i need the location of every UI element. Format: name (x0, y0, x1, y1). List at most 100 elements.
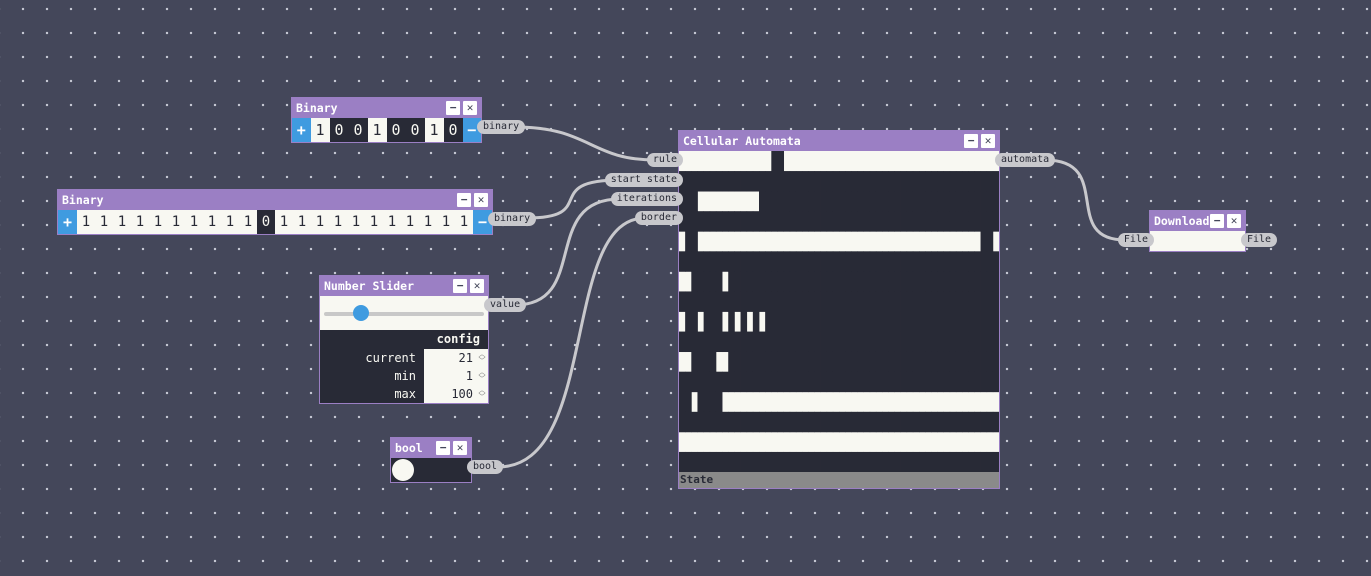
automata-cell (740, 371, 748, 393)
config-header[interactable]: config (320, 330, 488, 349)
stepper-icon[interactable]: ︿﹀ (478, 350, 486, 365)
input-port-rule[interactable]: rule (646, 153, 683, 167)
close-icon[interactable]: ✕ (463, 101, 477, 115)
automata-cell (919, 331, 926, 353)
automata-cell (888, 311, 895, 332)
output-port-file[interactable]: File (1241, 233, 1278, 247)
bit-toggle[interactable]: 1 (401, 210, 419, 234)
bit-toggle[interactable]: 0 (405, 118, 425, 142)
automata-cell (851, 411, 858, 433)
close-icon[interactable]: ✕ (981, 134, 995, 148)
automata-cell (746, 411, 754, 433)
bit-toggle[interactable]: 1 (437, 210, 455, 234)
output-port-binary[interactable]: binary (488, 212, 537, 226)
node-header[interactable]: Binary − ✕ (292, 98, 481, 118)
download-node[interactable]: Download − ✕ File File (1117, 210, 1278, 252)
bit-toggle[interactable]: 0 (386, 118, 406, 142)
add-bit-button[interactable]: + (292, 118, 311, 142)
output-port-bool[interactable]: bool (467, 460, 504, 474)
bit-toggle[interactable]: 1 (95, 210, 113, 234)
close-icon[interactable]: ✕ (1227, 214, 1241, 228)
close-icon[interactable]: ✕ (453, 441, 467, 455)
minimize-icon[interactable]: − (457, 193, 471, 207)
bool-node[interactable]: bool − ✕ bool (390, 437, 504, 483)
bit-toggle[interactable]: 1 (419, 210, 437, 234)
bit-toggle[interactable]: 0 (257, 210, 275, 234)
bit-toggle[interactable]: 1 (113, 210, 131, 234)
bit-toggle[interactable]: 1 (347, 210, 365, 234)
min-input[interactable]: 1 ︿﹀ (424, 367, 488, 385)
bit-toggle[interactable]: 1 (275, 210, 293, 234)
automata-cell (777, 451, 785, 472)
max-input[interactable]: 100 ︿﹀ (424, 385, 488, 403)
bool-toggle[interactable] (391, 458, 471, 482)
minimize-icon[interactable]: − (436, 441, 450, 455)
slider[interactable] (320, 296, 488, 330)
bit-toggle[interactable]: 1 (365, 210, 383, 234)
automata-cell (931, 191, 938, 212)
current-input[interactable]: 21 ︿﹀ (424, 349, 488, 367)
download-body[interactable] (1150, 231, 1245, 251)
bit-toggle[interactable]: 1 (185, 210, 203, 234)
minimize-icon[interactable]: − (1210, 214, 1224, 228)
number-slider-node[interactable]: Number Slider − ✕ config current 21 ︿﹀ m… (319, 275, 527, 404)
close-icon[interactable]: ✕ (474, 193, 488, 207)
bit-toggle[interactable]: 1 (167, 210, 185, 234)
bit-toggle[interactable]: 1 (455, 210, 473, 234)
bit-toggle[interactable]: 1 (293, 210, 311, 234)
stepper-icon[interactable]: ︿﹀ (478, 386, 486, 401)
output-port-value[interactable]: value (484, 298, 527, 312)
automata-cell (955, 331, 963, 353)
remove-bit-button[interactable]: − (462, 118, 481, 142)
bit-toggle[interactable]: 0 (329, 118, 349, 142)
bit-toggle[interactable]: 1 (383, 210, 401, 234)
automata-cell (931, 171, 938, 192)
stepper-icon[interactable]: ︿﹀ (478, 368, 486, 383)
automata-cell (826, 411, 834, 433)
input-port-iterations[interactable]: iterations (610, 192, 683, 206)
node-header[interactable]: Number Slider − ✕ (320, 276, 488, 296)
automata-cell (795, 351, 803, 373)
automata-cell (691, 171, 698, 192)
bit-toggle[interactable]: 1 (221, 210, 239, 234)
automata-cell (955, 251, 963, 272)
bit-toggle[interactable]: 1 (77, 210, 95, 234)
toggle-knob[interactable] (392, 459, 414, 481)
bit-toggle[interactable]: 1 (311, 210, 329, 234)
cellular-automata-node[interactable]: Cellular Automata − ✕ State rule start s… (604, 130, 1056, 489)
bit-toggle[interactable]: 0 (443, 118, 463, 142)
bit-toggle[interactable]: 1 (239, 210, 257, 234)
close-icon[interactable]: ✕ (470, 279, 484, 293)
automata-cell (839, 211, 846, 232)
bit-toggle[interactable]: 1 (149, 210, 167, 234)
bit-toggle[interactable]: 1 (367, 118, 387, 142)
minimize-icon[interactable]: − (964, 134, 978, 148)
input-port-file[interactable]: File (1117, 233, 1154, 247)
bit-toggle[interactable]: 0 (348, 118, 368, 142)
node-header[interactable]: bool − ✕ (391, 438, 471, 458)
output-port-automata[interactable]: automata (995, 153, 1056, 167)
minimize-icon[interactable]: − (453, 279, 467, 293)
automata-cell (851, 171, 858, 192)
slider-track[interactable] (324, 312, 484, 316)
bit-toggle[interactable]: 1 (424, 118, 444, 142)
minimize-icon[interactable]: − (446, 101, 460, 115)
output-port-binary[interactable]: binary (477, 120, 526, 134)
input-port-border[interactable]: border (634, 211, 683, 225)
automata-cell (931, 291, 938, 312)
node-header[interactable]: Download − ✕ (1150, 211, 1245, 231)
bit-toggle[interactable]: 1 (310, 118, 330, 142)
node-header[interactable]: Binary − ✕ (58, 190, 492, 210)
bit-toggle[interactable]: 1 (203, 210, 221, 234)
bit-toggle[interactable]: 1 (131, 210, 149, 234)
automata-cell (832, 171, 840, 192)
node-header[interactable]: Cellular Automata − ✕ (679, 131, 999, 151)
bit-toggle[interactable]: 1 (329, 210, 347, 234)
automata-cell (992, 191, 999, 212)
remove-bit-button[interactable]: − (473, 210, 492, 234)
add-bit-button[interactable]: + (58, 210, 77, 234)
slider-thumb[interactable] (353, 305, 370, 321)
input-port-start-state[interactable]: start state (604, 173, 683, 187)
